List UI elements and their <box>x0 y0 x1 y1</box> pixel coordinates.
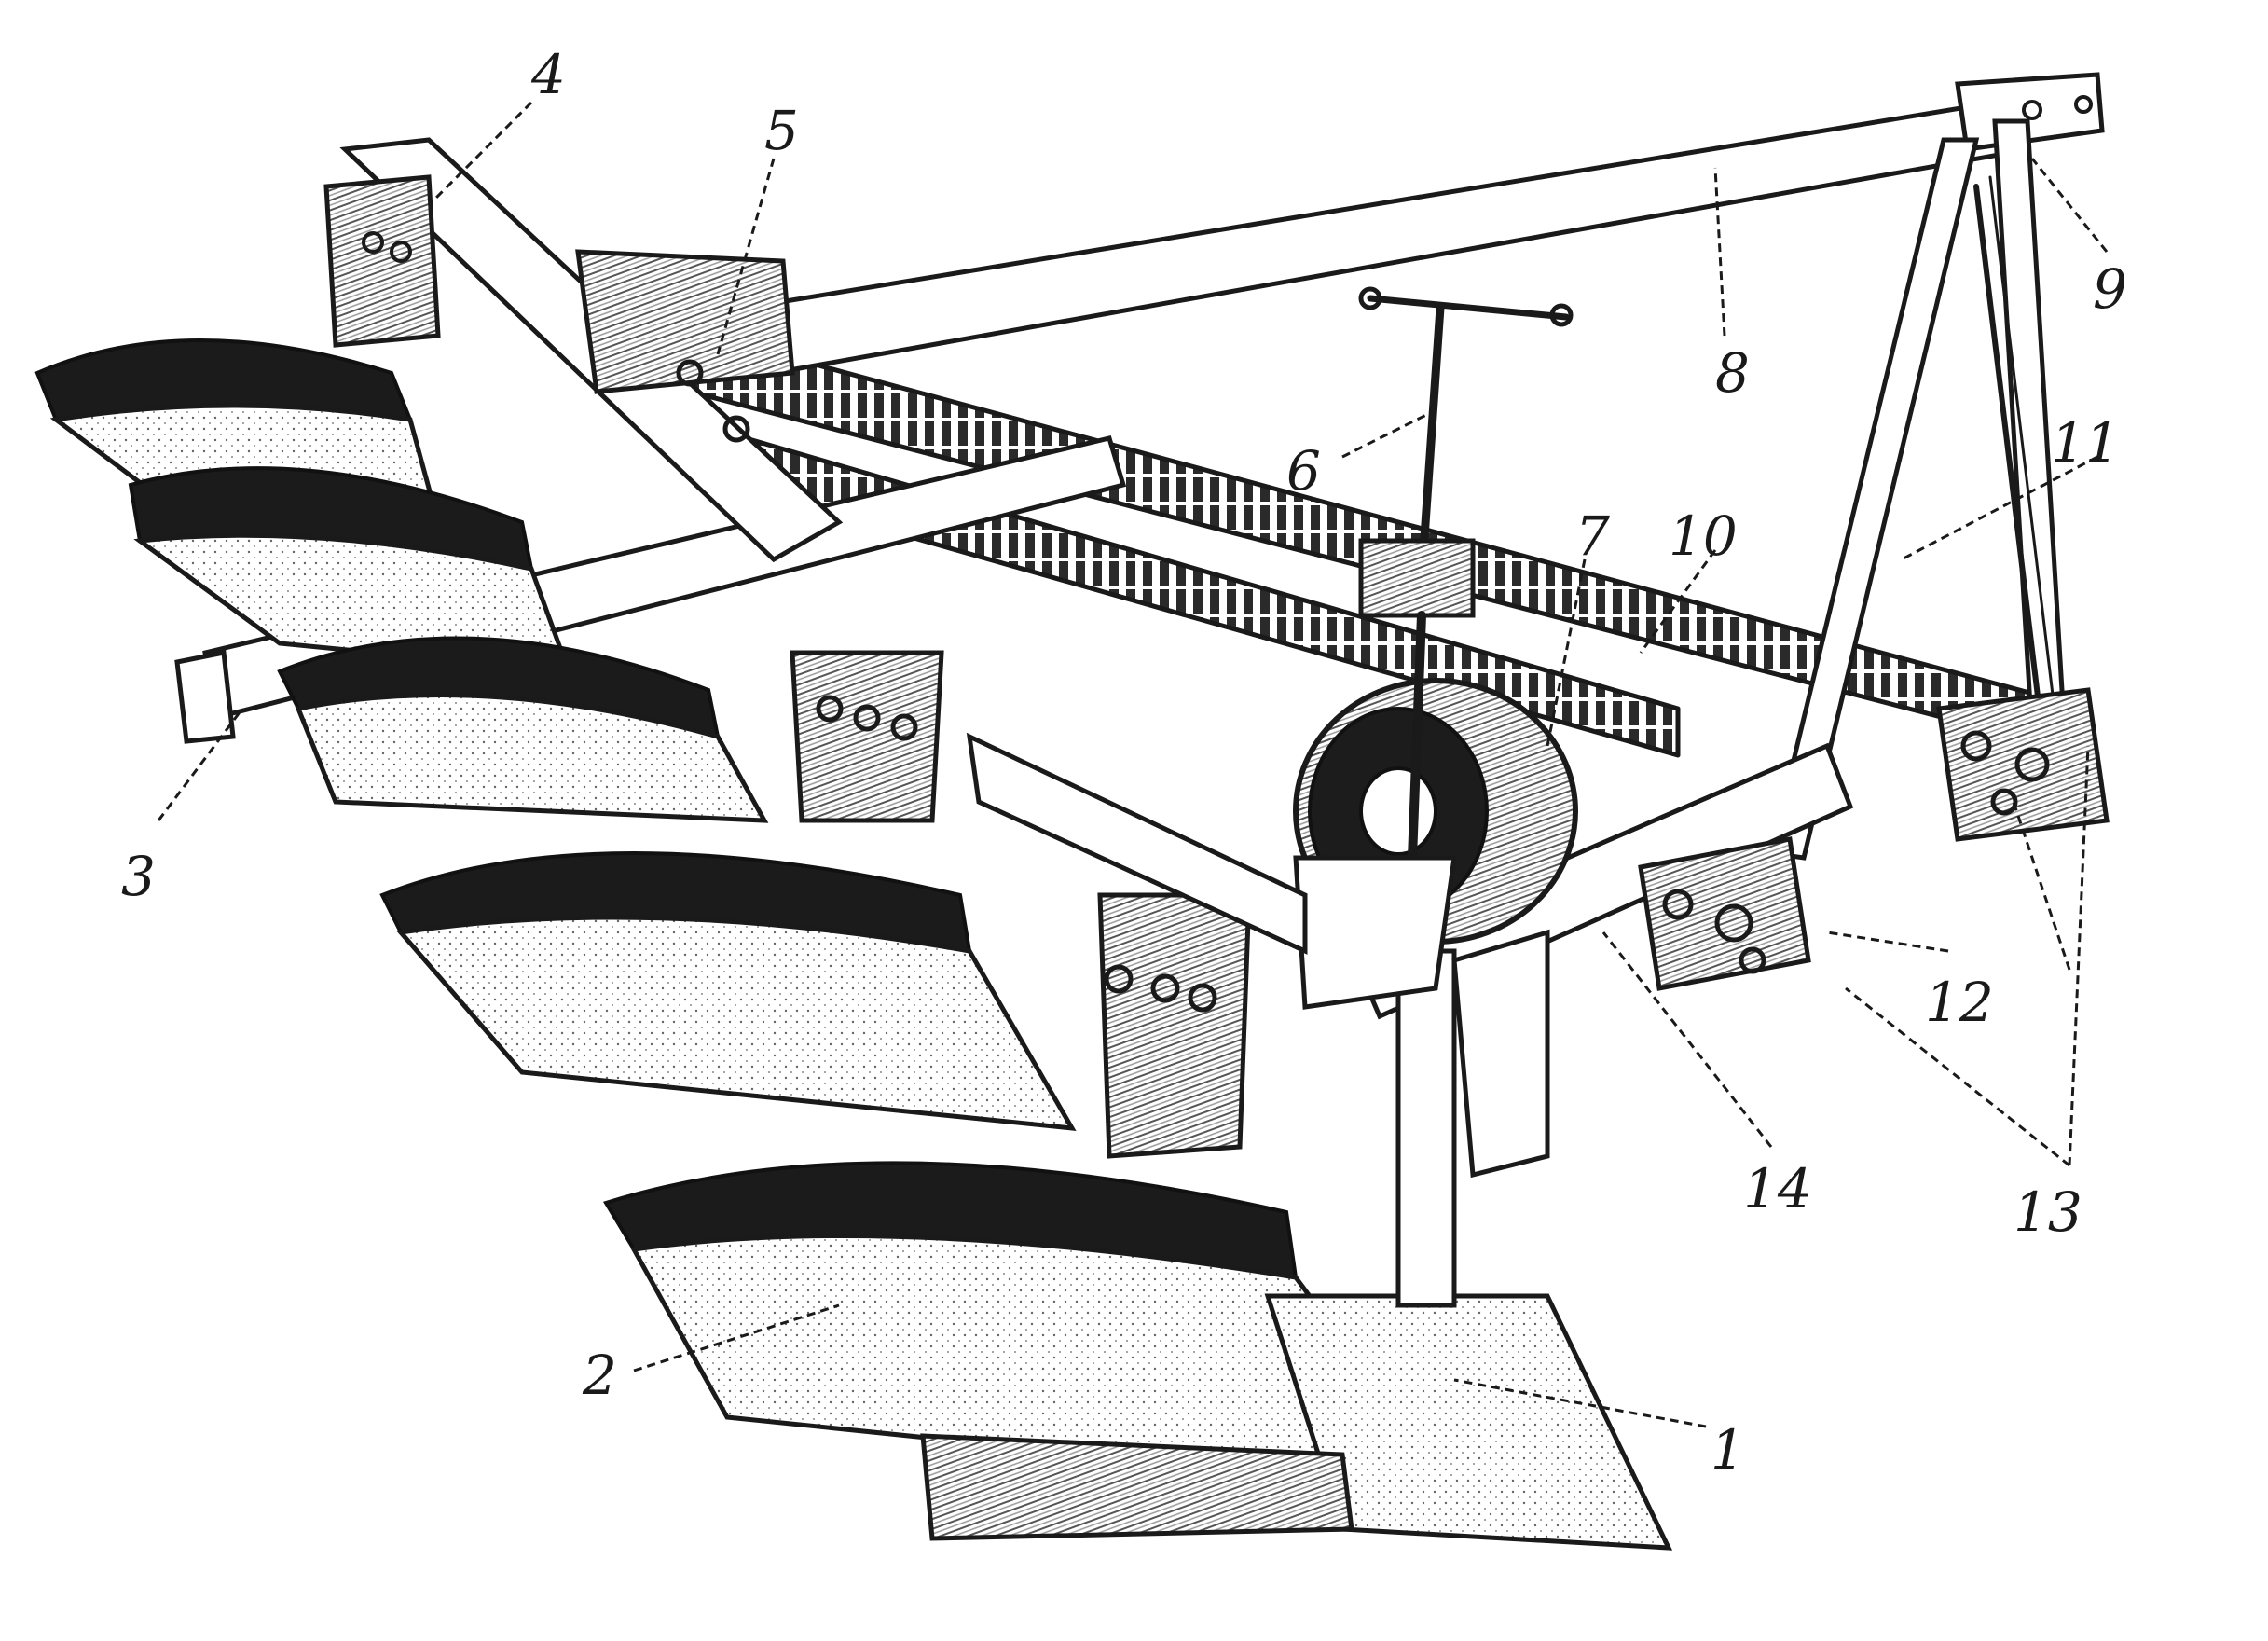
plough-body-5 <box>602 1161 1460 1496</box>
adjusting-screw <box>1358 286 1574 862</box>
callout-labels: 1 2 3 4 5 6 7 8 9 10 11 12 13 14 <box>121 43 2127 1482</box>
front-share <box>920 929 1673 1551</box>
callout-1: 1 <box>1711 1418 1745 1482</box>
lower-link-bracket-left <box>1638 836 1811 991</box>
plough-body-4 <box>379 851 1252 1159</box>
callout-8: 8 <box>1715 341 1750 405</box>
callout-14: 14 <box>1743 1157 1812 1220</box>
rear-plough-frame <box>323 137 844 563</box>
callout-6: 6 <box>1286 439 1321 503</box>
callout-12: 12 <box>1925 971 1994 1034</box>
leader-lines <box>157 101 2109 1428</box>
callout-2: 2 <box>582 1344 617 1407</box>
hitch-triangle <box>1767 118 2068 861</box>
plough-body-3 <box>277 636 944 823</box>
callout-11: 11 <box>2051 411 2120 475</box>
central-joint-block <box>966 732 1457 1010</box>
callout-7: 7 <box>1575 504 1610 568</box>
callout-3: 3 <box>121 845 156 908</box>
callout-5: 5 <box>764 99 799 162</box>
callout-9: 9 <box>2093 257 2127 321</box>
callout-13: 13 <box>2014 1180 2082 1244</box>
callout-4: 4 <box>530 43 566 106</box>
callout-10: 10 <box>1669 504 1738 568</box>
lower-link-bracket-right <box>1936 687 2110 842</box>
